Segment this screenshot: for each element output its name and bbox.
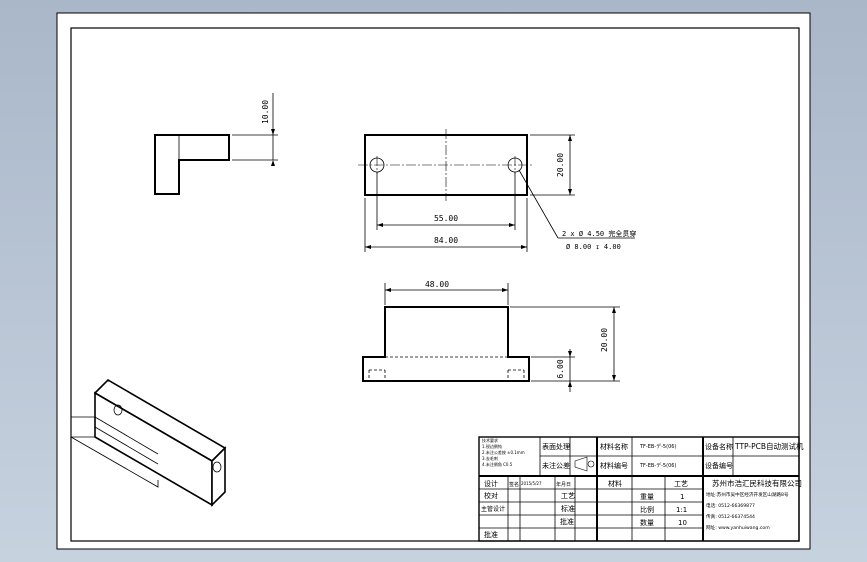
projection-symbol [574,456,595,472]
notes-line4: 3.去毛刺 [482,455,498,461]
projection-circle [587,460,595,468]
chief-label: 主管设计 [481,505,505,513]
dim-arrow [521,245,527,249]
part-no-value: TF-EB-デ-5(06) [639,462,676,469]
tolerance-label: 未注公差 [542,461,570,470]
company-fax: 传真: 0512-66374544 [706,513,755,520]
process-col: 工艺 [674,480,688,488]
part-no-label: 材料编号 [600,461,628,470]
dim-front-height: 20.00 [556,153,565,177]
equipment-name-label: 设备名称 [705,442,733,451]
drawing-border [70,27,800,542]
dim-arrow [271,160,275,166]
qty-label: 数量 [640,518,654,527]
scale-value: 1:1 [676,506,687,514]
company-website: 网址: www.yanhuiwang.com [706,524,770,531]
equipment-no-label: 设备编号 [705,461,733,470]
title-block: 技术要求 1.锐边倒钝 2.未注公差按 ±0.1mm 3.去毛刺 4.未注倒角 … [478,436,804,542]
dim-hole-spacing: 55.00 [434,214,458,223]
dim-arrow [365,245,371,249]
dim-arrow [568,381,572,387]
approve-label-2: 批准 [560,517,574,526]
dim-arrow [568,135,572,141]
iso-hole-left [113,404,123,416]
dim-base-height: 6.00 [556,359,565,378]
dim-arrow [612,375,616,381]
process-label: 工艺 [561,492,575,500]
hole-callout-line2: Ø 8.00 ↧ 4.00 [566,243,621,251]
projection-cone [574,456,588,472]
front-view-outline [362,306,530,382]
iso-hole-right [212,461,222,473]
equipment-name-value: TTP-PCB自动测试机 [734,441,804,451]
side-view: 10.00 [154,93,278,195]
date-value: 2015/5/27 [521,481,542,486]
dim-overall-length: 84.00 [434,236,458,245]
dim-arrow [377,223,383,227]
dim-arrow [568,351,572,357]
dim-arrow [502,288,508,292]
isometric-view [70,378,227,507]
top-view: 20.00 55.00 84.00 2 x Ø 4.50 完全贯穿 Ø 8.00… [358,129,636,252]
dim-boss-width: 48.00 [425,280,449,289]
standard-label: 标准 [561,504,575,513]
iso-step-edge [94,416,159,455]
weight-label: 重量 [640,493,654,501]
material-value: TF-EB-デ-5(06) [639,443,676,450]
check-label: 校对 [484,491,498,500]
iso-lower-flange [70,416,159,488]
dim-arrow [612,307,616,313]
approve-label: 批准 [484,530,498,539]
hole-leader-line [518,169,559,239]
material-col: 材料 [608,479,622,488]
company-name: 苏州市浩汇民科技有限公司 [712,478,802,488]
qty-value: 10 [678,519,687,527]
dim-total-height: 20.00 [600,328,609,352]
dim-side-height: 10.00 [261,100,270,124]
notes-line3: 2.未注公差按 ±0.1mm [482,449,525,455]
notes-line2: 1.锐边倒钝 [482,443,502,449]
iso-step-edge [94,426,159,465]
dim-arrow [271,129,275,135]
weight-value: 1 [680,493,684,501]
company-address: 地址:苏州市吴中区经济开发区山湖路8号 [706,491,789,498]
design-label: 设计 [484,479,498,488]
company-phone: 电话: 0512-66369877 [706,502,755,509]
date-label: 年月日 [556,481,571,488]
notes-line5: 4.未注倒角 C0.5 [482,461,513,467]
scale-label: 比例 [640,505,654,514]
front-view: 48.00 20.00 6.00 [362,280,620,392]
signature-label: 签名 [509,481,519,488]
surface-label: 表面处理 [542,442,570,451]
dim-arrow [568,189,572,195]
notes-line1: 技术要求 [482,437,498,443]
dim-arrow [385,288,391,292]
material-label: 材料名称 [600,442,628,451]
hole-callout-line1: 2 x Ø 4.50 完全贯穿 [562,229,636,238]
dim-arrow [509,223,515,227]
